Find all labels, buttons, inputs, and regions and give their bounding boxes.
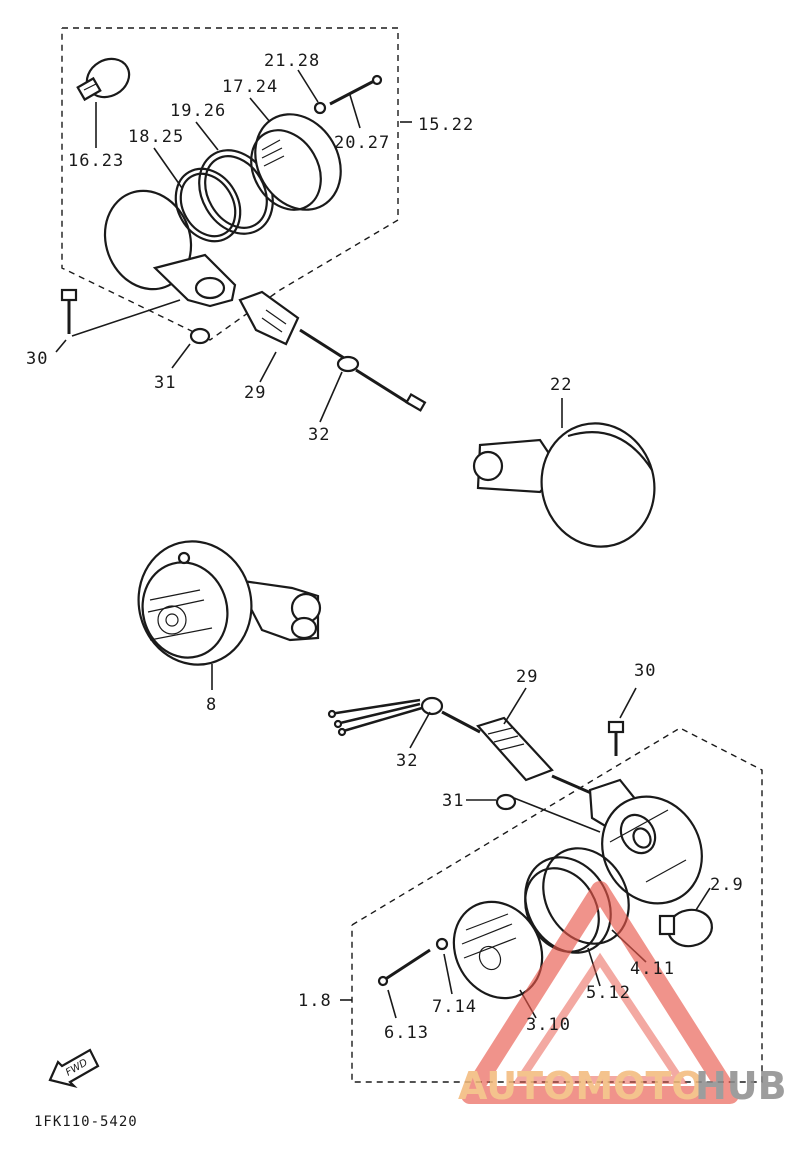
callout-31-bottom: 31 [442,791,464,811]
callout-6-13: 6.13 [384,1023,429,1043]
housing-top [250,113,342,211]
bottom-assembly-boundary [351,727,763,1083]
callout-15-22: 15.22 [418,115,474,135]
watermark-text-automoto: AUTOMOTO [458,1064,704,1108]
callout-22: 22 [550,375,572,395]
gasket-ring-top [174,167,242,243]
screw-top [329,74,383,106]
bulb-bottom [658,908,713,948]
callout-5-12: 5.12 [586,983,631,1003]
callout-4-11: 4.11 [630,959,675,979]
callout-16-23: 16.23 [68,151,124,171]
nut-7-14 [435,937,449,951]
callout-3-10: 3.10 [526,1015,571,1035]
lens-bottom [452,900,544,1000]
callout-7-14: 7.14 [432,997,477,1017]
housing-bottom [588,778,703,905]
callout-2-9: 2.9 [710,875,744,895]
callout-30-top: 30 [26,349,48,369]
callout-21-28: 21.28 [264,51,320,71]
callout-32-bottom: 32 [396,751,418,771]
callout-18-25: 18.25 [128,127,184,147]
callout-32-top: 32 [308,425,330,445]
screw-30-bottom [607,720,625,756]
drawing-code: 1FK110-5420 [34,1114,138,1130]
callout-17-24: 17.24 [222,77,278,97]
bottom-assembly-group [327,687,763,1083]
callout-29-bottom: 29 [516,667,538,687]
callout-8: 8 [206,695,217,715]
callout-29-top: 29 [244,383,266,403]
screw-30-top [60,288,181,337]
nut-top [313,101,327,115]
bulb-top [76,57,131,102]
stem-top [152,253,427,412]
top-assembly-boundary [61,27,399,341]
callout-labels: 16.23 21.28 17.24 19.26 18.25 20.27 15.2… [26,51,744,1043]
callout-20-27: 20.27 [334,133,390,153]
signal-assembly-8 [137,540,322,690]
callout-19-26: 19.26 [170,101,226,121]
top-assembly-group [55,27,427,423]
callout-1-8: 1.8 [298,991,332,1011]
nut-31-top [189,327,211,345]
watermark-triangle [461,881,739,1104]
forward-arrow: FWD [48,1048,100,1089]
watermark-text-hub: HUB [695,1064,785,1108]
signal-assembly-22 [472,398,656,548]
wire-harness-bottom [327,696,599,798]
screw-bottom [377,948,431,987]
callout-31-top: 31 [154,373,176,393]
watermark: AUTOMOTO HUB [458,881,785,1108]
nut-31-bottom [495,793,601,833]
callout-30-bottom: 30 [634,661,656,681]
